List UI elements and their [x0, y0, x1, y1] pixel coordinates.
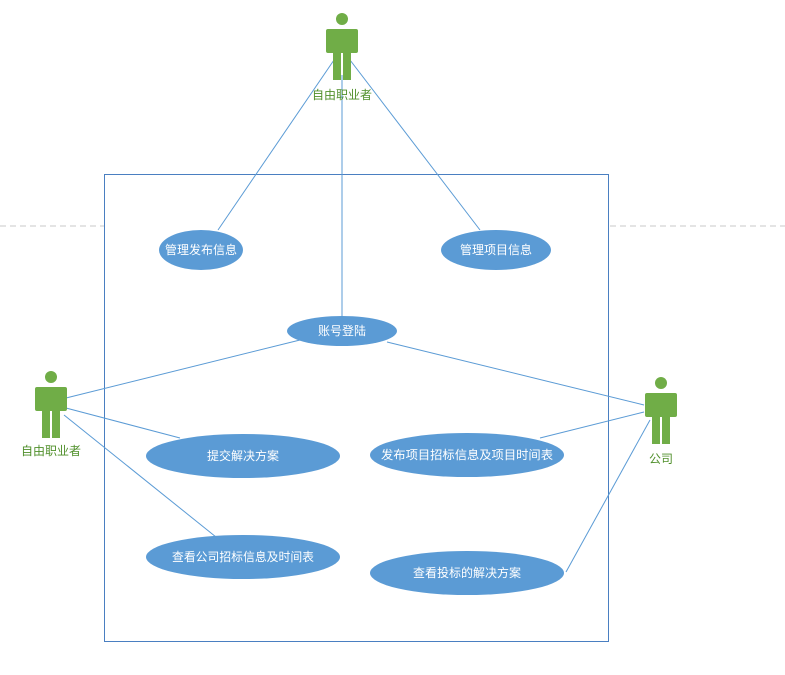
- usecase-manage-publish: [159, 230, 243, 270]
- usecase-submit-solution-label: 提交解决方案: [207, 448, 279, 463]
- actor-right-body-icon: [645, 393, 677, 417]
- usecase-login-label: 账号登陆: [318, 323, 366, 338]
- assoc-left-submit: [65, 407, 181, 439]
- actor-left-leg-left: [42, 410, 50, 438]
- actor-left-freelancer: [35, 371, 67, 438]
- actor-left-head-icon: [45, 371, 57, 383]
- actor-right-leg-left: [652, 416, 660, 444]
- assoc-left-login: [65, 339, 301, 399]
- usecase-view-company-bid: [146, 535, 340, 579]
- usecase-manage-project-label: 管理项目信息: [460, 242, 532, 257]
- assoc-right-login: [386, 341, 645, 406]
- actor-top-freelancer: [326, 13, 358, 80]
- assoc-top-manage-project: [349, 59, 481, 231]
- assoc-top-manage-publish: [217, 59, 335, 231]
- actor-top-label: 自由职业者: [312, 88, 372, 102]
- usecase-manage-publish-label: 管理发布信息: [165, 242, 237, 257]
- actor-right-head-icon: [655, 377, 667, 389]
- usecase-publish-bid-label: 发布项目招标信息及项目时间表: [381, 447, 553, 462]
- assoc-left-view-company: [63, 414, 217, 538]
- actor-left-body-icon: [35, 387, 67, 411]
- usecase-publish-bid: [370, 433, 564, 477]
- actor-top-body-icon: [326, 29, 358, 53]
- actor-top-head-icon: [336, 13, 348, 25]
- usecase-view-solution-label: 查看投标的解决方案: [413, 565, 521, 580]
- usecase-manage-project: [441, 230, 551, 270]
- usecase-submit-solution: [146, 434, 340, 478]
- actor-right-leg-right: [662, 416, 670, 444]
- actor-left-leg-right: [52, 410, 60, 438]
- usecase-view-solution: [370, 551, 564, 595]
- assoc-right-publish-bid: [539, 411, 645, 439]
- assoc-right-view-solution: [565, 419, 651, 573]
- actor-right-company: [645, 377, 677, 444]
- actor-right-label: 公司: [649, 452, 673, 466]
- actor-left-label: 自由职业者: [21, 444, 81, 458]
- system-boundary: [104, 174, 609, 642]
- usecase-login: [287, 316, 397, 346]
- actor-top-leg-right: [343, 52, 351, 80]
- actor-top-leg-left: [333, 52, 341, 80]
- usecase-view-company-bid-label: 查看公司招标信息及时间表: [172, 549, 314, 564]
